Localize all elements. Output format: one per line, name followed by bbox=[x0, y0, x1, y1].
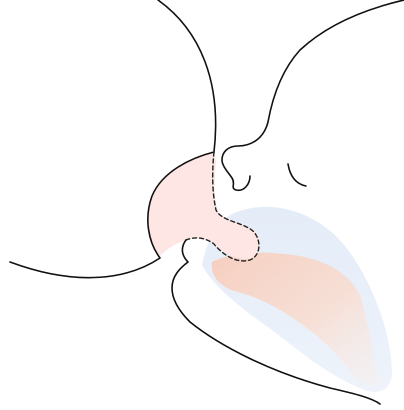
baby-eye bbox=[288, 164, 306, 186]
areola bbox=[148, 152, 260, 259]
baby-head-outline bbox=[222, 0, 404, 190]
